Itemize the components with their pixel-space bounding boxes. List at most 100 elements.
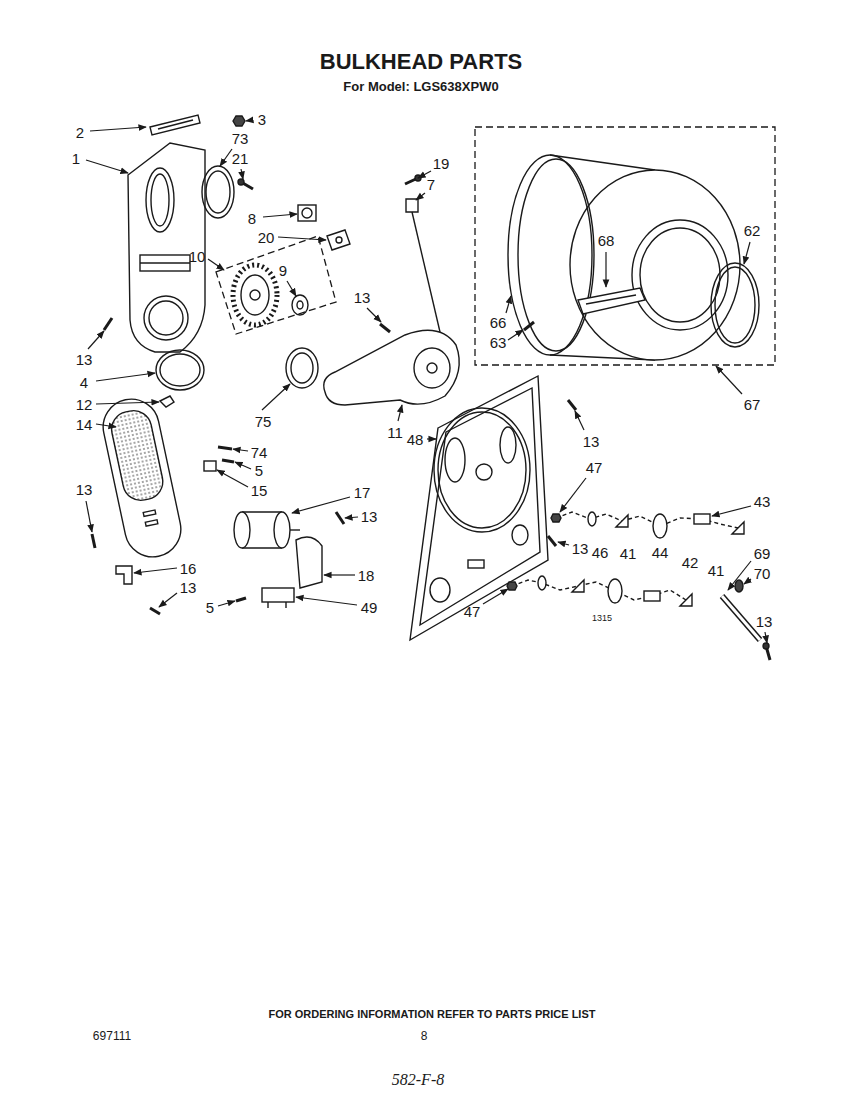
callout-number: 2	[76, 125, 84, 140]
callout-number: 13	[583, 434, 600, 449]
leader-line	[508, 330, 523, 340]
screw-part	[568, 400, 576, 410]
bulkhead	[438, 412, 526, 528]
seal-ring	[206, 171, 230, 213]
support-bracket	[722, 596, 760, 640]
trim-strip	[150, 115, 200, 135]
callout-number: 16	[180, 561, 197, 576]
roller-assembly	[694, 514, 710, 524]
callout-number: 4	[80, 375, 88, 390]
leader-line	[220, 149, 232, 166]
callout-number: 9	[279, 263, 287, 278]
clip-part	[412, 212, 440, 332]
knob-part	[204, 461, 216, 471]
leader-line	[159, 593, 177, 607]
dashed-group-outline: 62686663	[475, 127, 775, 365]
bulkhead	[434, 408, 530, 532]
clip-part	[160, 396, 174, 407]
screw-part	[150, 598, 246, 614]
leader-line	[324, 574, 355, 575]
bracket-part	[296, 537, 322, 588]
switch-part	[262, 588, 294, 608]
clip-part	[160, 396, 174, 407]
roller-assembly	[608, 579, 622, 603]
handwritten-note: 582-F-8	[392, 1072, 444, 1088]
callout-number: 12	[76, 397, 93, 412]
callout-number: 46	[592, 545, 609, 560]
leader-line	[235, 462, 251, 469]
callout-number: 41	[708, 563, 725, 578]
callout-number: 5	[206, 600, 214, 615]
leader-line	[88, 331, 104, 349]
drum-baffle	[578, 288, 645, 314]
roller-assembly	[588, 512, 596, 526]
dashed-outline	[475, 127, 775, 365]
duct-panel	[140, 262, 190, 263]
roller-assembly	[538, 576, 546, 590]
bulkhead	[476, 464, 492, 480]
callout-number: 15	[251, 483, 268, 498]
leader-lines	[86, 120, 767, 643]
leader-line	[287, 281, 296, 296]
switch-part	[262, 588, 294, 602]
seal-ring	[715, 267, 755, 343]
dashed-outline	[214, 228, 338, 336]
screw-part	[104, 318, 112, 330]
bulkhead	[500, 427, 516, 463]
leader-line	[716, 366, 742, 394]
seal-ring	[711, 263, 759, 347]
roller-assembly	[551, 514, 561, 522]
seal-ring	[286, 348, 318, 388]
callout-number: 8	[248, 211, 256, 226]
leader-line	[744, 579, 751, 584]
lint-housing	[108, 407, 166, 503]
duct-panel	[128, 143, 205, 352]
motor-part	[234, 512, 300, 548]
callout-number: 74	[251, 445, 268, 460]
leader-line	[427, 438, 436, 439]
callout-number: 73	[232, 131, 249, 146]
callout-number: 7	[427, 177, 435, 192]
callout-number: 69	[754, 546, 771, 561]
roller-assembly	[548, 536, 556, 546]
hub-part	[292, 295, 308, 315]
leader-line	[765, 632, 767, 643]
screw-part	[380, 324, 390, 332]
callout-number: 47	[586, 460, 603, 475]
screw-part	[150, 608, 160, 614]
callout-number: 13	[354, 290, 371, 305]
support-bracket	[735, 580, 743, 592]
bulkhead	[410, 376, 548, 640]
leader-line	[86, 501, 92, 532]
callout-number: 13	[76, 352, 93, 367]
bulkhead	[420, 388, 540, 625]
leader-line	[263, 214, 297, 217]
lint-housing	[143, 510, 156, 516]
leader-line	[712, 506, 751, 516]
duct-panel	[144, 296, 188, 340]
duct-panel	[146, 168, 174, 232]
callout-number: 62	[744, 223, 761, 238]
screw-part	[218, 447, 232, 449]
leader-line	[605, 252, 606, 287]
drum	[570, 170, 740, 360]
leader-line	[744, 242, 750, 264]
screw-part	[524, 322, 534, 330]
duct-panel	[151, 174, 169, 226]
bracket-part	[116, 566, 132, 584]
callout-number: 13	[180, 580, 197, 595]
leader-line	[233, 449, 248, 451]
seal-ring	[202, 166, 234, 218]
page-number: 8	[421, 1030, 428, 1042]
callout-number: 13	[361, 509, 378, 524]
bearing-part	[302, 208, 312, 218]
bracket-part	[116, 566, 132, 584]
screw-part	[218, 447, 234, 462]
drum	[508, 155, 740, 360]
title: BULKHEAD PARTS	[320, 51, 522, 73]
leader-line	[217, 470, 248, 487]
callout-number: 14	[76, 417, 93, 432]
callout-number: 42	[682, 555, 699, 570]
leader-line	[96, 402, 159, 404]
document-number: 697111	[93, 1030, 131, 1042]
